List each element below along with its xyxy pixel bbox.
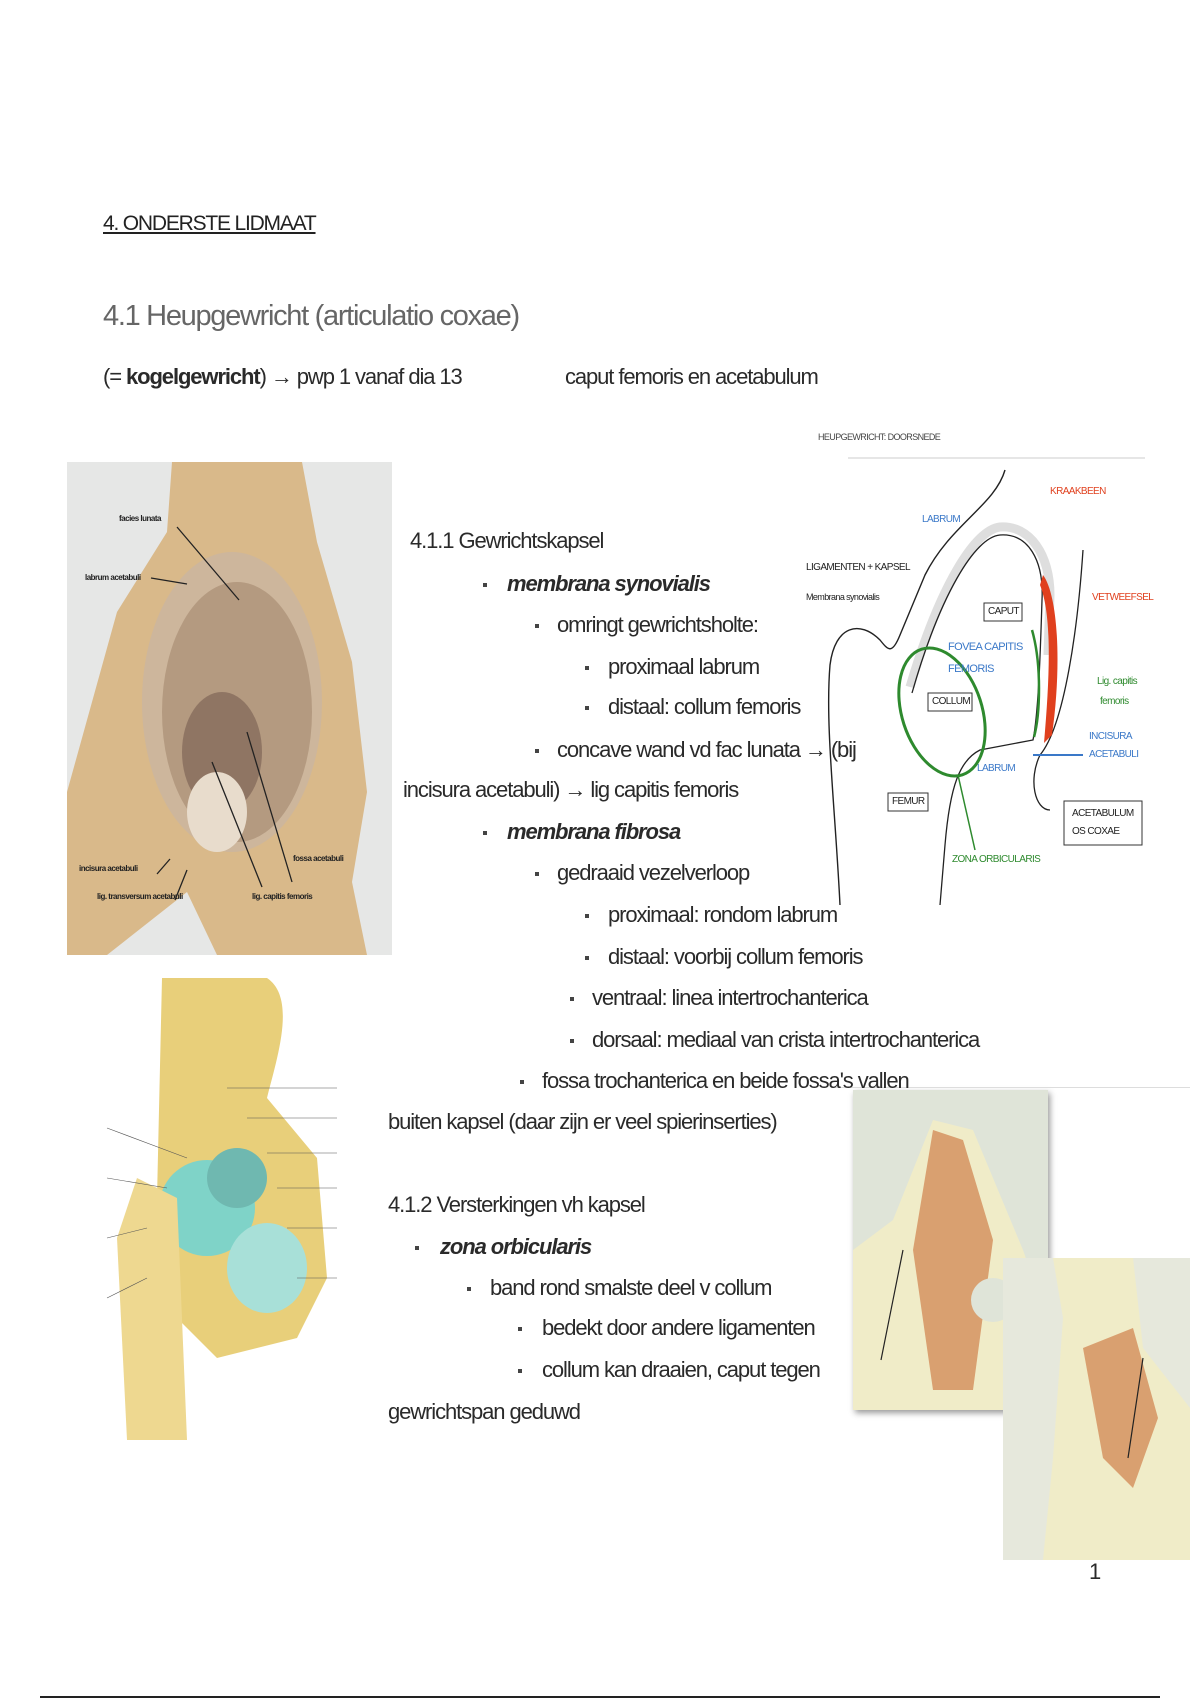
list-item: fossa trochanterica en beide fossa's val… — [542, 1068, 910, 1093]
label-fovea-1: FOVEA CAPITIS — [948, 641, 1023, 653]
label-facies-lunata: facies lunata — [119, 514, 161, 523]
list-item: band rond smalste deel v collum — [490, 1275, 773, 1300]
label-lig-capitis: lig. capitis femoris — [252, 892, 313, 901]
label-fossa-acetabuli: fossa acetabuli — [293, 854, 344, 863]
intro-right: caput femoris en acetabulum — [565, 364, 819, 389]
intro-line: (= kogelgewricht) → pwp 1 vanaf dia 13 — [103, 364, 463, 390]
bullet — [585, 666, 589, 670]
bullet — [570, 997, 574, 1001]
illustration-drawing — [106, 978, 337, 1440]
intro-bold: kogelgewricht — [126, 364, 261, 389]
label-incisura-2: ACETABULI — [1089, 749, 1139, 760]
bullet — [467, 1287, 471, 1291]
footer-line — [40, 1696, 1160, 1698]
list-item: buiten kapsel (daar zijn er veel spierin… — [388, 1109, 778, 1134]
bullet — [570, 1039, 574, 1043]
subsection-title-versterkingen: 4.1.2 Versterkingen vh kapsel — [388, 1192, 646, 1217]
page-number: 1 — [1089, 1559, 1101, 1584]
model-back-drawing — [1043, 1258, 1190, 1560]
hip-joint-illustration — [67, 978, 375, 1440]
bullet — [585, 706, 589, 710]
list-item: incisura acetabuli) → lig capitis femori… — [403, 777, 739, 802]
acetabulum-photo: facies lunata labrum acetabuli incisura … — [67, 462, 392, 955]
list-item: omringt gewrichtsholte: — [557, 612, 759, 637]
list-item: distaal: voorbij collum femoris — [608, 944, 864, 969]
list-item: proximaal: rondom labrum — [608, 902, 838, 927]
bullet — [535, 749, 539, 753]
list-item: gewrichtspan geduwd — [388, 1399, 581, 1424]
bullet — [585, 914, 589, 918]
intro-prefix: (= — [103, 364, 126, 389]
item-membrana-fibrosa: membrana fibrosa — [507, 819, 681, 844]
acetabulum-photo-drawing — [67, 462, 367, 955]
label-kraakbeen: KRAAKBEEN — [1050, 486, 1106, 497]
bullet — [535, 872, 539, 876]
list-item: dorsaal: mediaal van crista intertrochan… — [592, 1027, 980, 1052]
list-item: gedraaid vezelverloop — [557, 860, 750, 885]
label-incisura-1: INCISURA — [1089, 731, 1133, 742]
chapter-title: 4. ONDERSTE LIDMAAT — [103, 212, 317, 235]
label-ligamenten-kapsel: LIGAMENTEN + KAPSEL — [806, 562, 911, 573]
subsection-title-gewrichtskapsel: 4.1.1 Gewrichtskapsel — [410, 528, 604, 553]
label-acetabulum-2: OS COXAE — [1072, 826, 1120, 837]
label-fovea-2: FEMORIS — [948, 663, 995, 675]
item-zona-orbicularis: zona orbicularis — [440, 1234, 592, 1259]
label-lig-transversum: lig. transversum acetabuli — [97, 892, 183, 901]
list-item: concave wand vd fac lunata → (bij — [557, 737, 857, 762]
bullet — [535, 624, 539, 628]
list-item: bedekt door andere ligamenten — [542, 1315, 816, 1340]
bullet — [518, 1327, 522, 1331]
label-labrum-acetabuli: labrum acetabuli — [85, 573, 141, 582]
label-membrana-synovialis: Membrana synovialis — [806, 592, 880, 602]
hip-cross-section-diagram: HEUPGEWRICHT: DOORSNEDE KRAAKBEEN LABRUM… — [800, 425, 1160, 905]
label-lig-capitis-2: femoris — [1100, 696, 1129, 707]
label-collum: COLLUM — [932, 696, 971, 707]
label-incisura-acetabuli: incisura acetabuli — [79, 864, 138, 873]
label-caput: CAPUT — [988, 606, 1020, 617]
label-labrum-bottom: LABRUM — [977, 763, 1016, 774]
label-zona-orbicularis: ZONA ORBICULARIS — [952, 854, 1041, 865]
diagram-title: HEUPGEWRICHT: DOORSNEDE — [818, 432, 941, 442]
intro-suffix: ) → pwp 1 vanaf dia 13 — [259, 364, 463, 389]
bullet — [415, 1246, 419, 1250]
section-title: 4.1 Heupgewricht (articulatio coxae) — [103, 300, 520, 332]
label-acetabulum-1: ACETABULUM — [1072, 808, 1134, 819]
bullet — [483, 831, 487, 835]
label-labrum-top: LABRUM — [922, 514, 961, 525]
bullet — [483, 583, 487, 587]
bullet — [520, 1080, 524, 1084]
list-item: ventraal: linea intertrochanterica — [592, 985, 869, 1010]
list-item: distaal: collum femoris — [608, 694, 801, 719]
list-item: collum kan draaien, caput tegen — [542, 1357, 821, 1382]
diagram-drawing — [827, 457, 1145, 905]
item-membrana-synovialis: membrana synovialis — [507, 571, 711, 596]
bullet — [585, 956, 589, 960]
list-item: proximaal labrum — [608, 654, 760, 679]
label-vetweefsel: VETWEEFSEL — [1092, 592, 1154, 603]
ligament-model-photo-back — [1003, 1258, 1190, 1560]
bullet — [518, 1369, 522, 1373]
divider-line — [835, 1087, 1190, 1088]
label-femur: FEMUR — [892, 796, 925, 807]
label-lig-capitis-1: Lig. capitis — [1097, 676, 1138, 687]
